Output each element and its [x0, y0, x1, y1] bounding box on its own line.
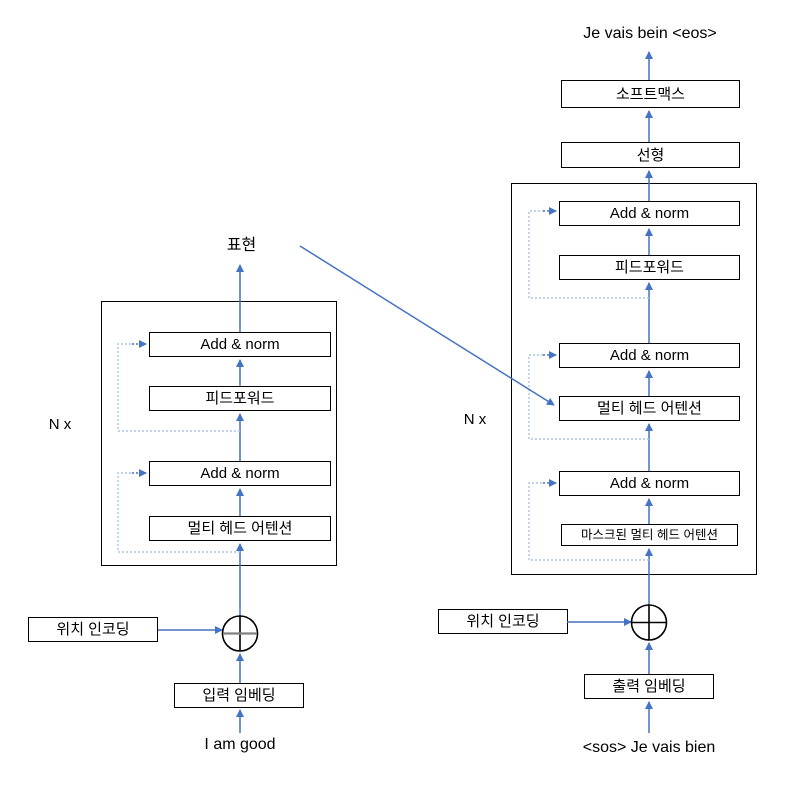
encoder-output-label: 표현: [226, 237, 257, 254]
decoder-masked-multi-head-attention-box: 마스크된 멀티 헤드 어텐션: [561, 524, 738, 546]
encoder-feed-forward-box: 피드포워드: [149, 386, 331, 411]
decoder-add-norm-2-box: Add & norm: [559, 343, 740, 368]
decoder-linear-box: 선형: [561, 142, 740, 168]
decoder-feed-forward-box: 피드포워드: [559, 255, 740, 280]
decoder-outer-box: [511, 183, 757, 575]
decoder-n-times-label: N x: [463, 410, 487, 428]
encoder-input-sentence: I am good: [204, 736, 276, 753]
encoder-plus-circle: [221, 615, 259, 652]
encoder-positional-encoding-box: 위치 인코딩: [28, 617, 158, 642]
decoder-multi-head-attention-box: 멀티 헤드 어텐션: [559, 396, 740, 421]
encoder-n-times-label: N x: [48, 415, 72, 433]
decoder-softmax-box: 소프트맥스: [561, 80, 740, 108]
encoder-add-norm-1-box: Add & norm: [149, 332, 331, 357]
decoder-output-embedding-box: 출력 임베딩: [584, 674, 714, 699]
decoder-add-norm-3-box: Add & norm: [559, 471, 740, 496]
decoder-positional-encoding-box: 위치 인코딩: [438, 609, 568, 634]
decoder-input-sentence: <sos> Je vais bien: [582, 739, 716, 756]
encoder-add-norm-2-box: Add & norm: [149, 461, 331, 486]
decoder-add-norm-1-box: Add & norm: [559, 201, 740, 226]
encoder-multi-head-attention-box: 멀티 헤드 어텐션: [149, 516, 331, 541]
encoder-outer-box: [101, 301, 337, 566]
decoder-output-sentence: Je vais bein <eos>: [583, 25, 717, 42]
decoder-plus-circle: [630, 604, 668, 641]
encoder-input-embedding-box: 입력 임베딩: [174, 683, 304, 708]
